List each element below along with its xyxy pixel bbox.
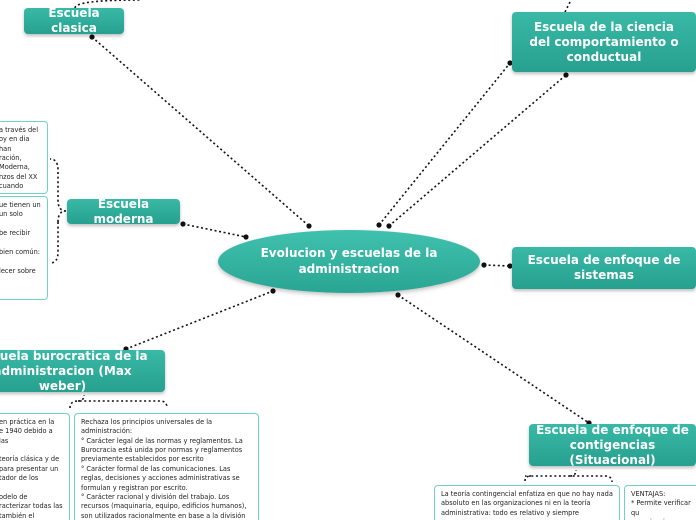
node-label: Escuela de la ciencia del comportamiento… [529,19,679,64]
connector-contingencias [397,294,590,424]
note-burocratica-caracteristicas: Rechaza los principios universales de la… [74,413,259,520]
note-burocratica-historia: en práctica en la e 1940 debido a las te… [0,413,70,520]
central-topic-label: Evolucion y escuelas de la administracio… [260,245,438,276]
connector-dot [481,262,487,268]
connector-dot [395,292,401,298]
connector-moderna [182,223,247,238]
connector-sistemas [483,264,511,267]
node-label: Escuela burocratica de la administracion… [0,348,148,393]
node-escuela-comportamiento[interactable]: Escuela de la ciencia del comportamiento… [512,12,696,72]
connector-dot [180,221,186,227]
note-moderna-principios: ue tienen un un solo be recibir bien com… [0,196,48,300]
node-label: Escuela de enfoque de sistemas [527,253,681,282]
node-escuela-burocratica[interactable]: Escuela burocratica de la administracion… [0,348,165,393]
bracket-burocratica [69,394,168,409]
bracket-contingencias [524,469,613,483]
node-escuela-contingencias[interactable]: Escuela de enfoque de contigencias (Situ… [529,422,696,467]
connector-dot [507,263,513,269]
node-escuela-clasica[interactable]: Escuela clasica [24,6,124,35]
node-label: Escuela de enfoque de contigencias (Situ… [536,422,689,467]
central-topic[interactable]: Evolucion y escuelas de la administracio… [218,230,480,293]
connector-dot [376,222,382,228]
connector-dot [563,72,569,78]
connector-dot [89,34,95,40]
connector-dot [243,234,249,240]
note-contingencias-ventajas: VENTAJAS: * Permite verificar qu organiz… [624,485,696,520]
bracket-moderna [49,158,67,264]
note-contingencias-definicion: La teoría contingencial enfatiza en que … [434,485,620,520]
note-moderna-origen: a través del oy en dia han ración, Moder… [0,121,48,194]
connector-comportamiento-top [564,0,572,13]
connector-dot [306,223,312,229]
connector-clasica [91,36,310,227]
connector-comportamiento-b [388,74,567,227]
connector-burocratica [125,290,274,350]
connector-dot [386,223,392,229]
node-escuela-sistemas[interactable]: Escuela de enfoque de sistemas [512,247,696,289]
connector-clasica-top [74,0,141,9]
node-label: Escuela clasica [48,6,100,35]
node-escuela-moderna[interactable]: Escuela moderna [67,196,180,226]
node-label: Escuela moderna [93,196,154,226]
connector-dot [270,288,276,294]
connector-dot [507,60,513,66]
connector-comportamiento-a [378,62,511,226]
